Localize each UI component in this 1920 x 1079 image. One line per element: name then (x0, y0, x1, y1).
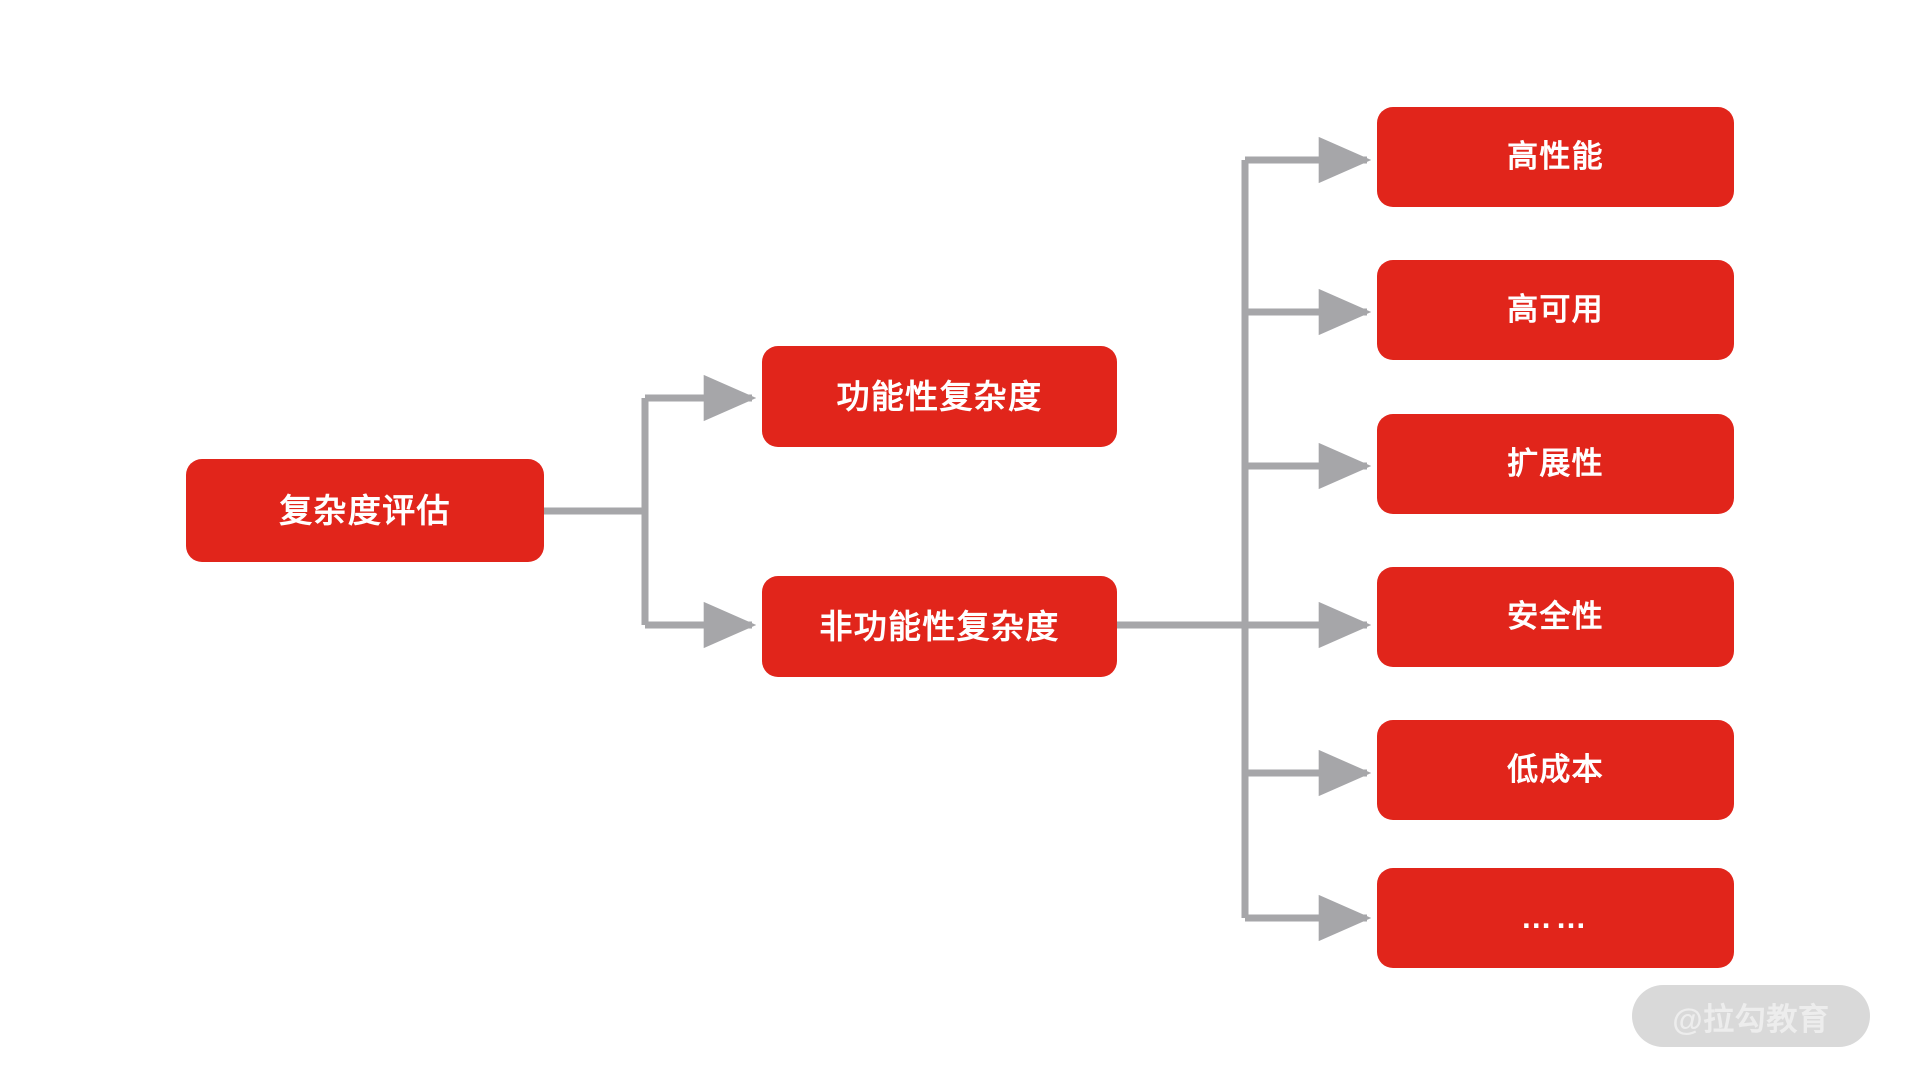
node-leaf-more[interactable]: …… (1377, 868, 1734, 968)
node-leaf-security[interactable]: 安全性 (1377, 567, 1734, 667)
node-branch-functional-complexity[interactable]: 功能性复杂度 (762, 346, 1117, 447)
watermark-label: @拉勾教育 (1672, 1001, 1830, 1037)
node-leaf-high-performance[interactable]: 高性能 (1377, 107, 1734, 207)
node-leaf-high-availability[interactable]: 高可用 (1377, 260, 1734, 360)
watermark-badge: @拉勾教育 (1632, 985, 1870, 1047)
node-leaf-low-cost[interactable]: 低成本 (1377, 720, 1734, 820)
node-leaf-extensibility[interactable]: 扩展性 (1377, 414, 1734, 514)
node-branch-nonfunctional-complexity[interactable]: 非功能性复杂度 (762, 576, 1117, 677)
node-root-complexity-assessment[interactable]: 复杂度评估 (186, 459, 544, 562)
